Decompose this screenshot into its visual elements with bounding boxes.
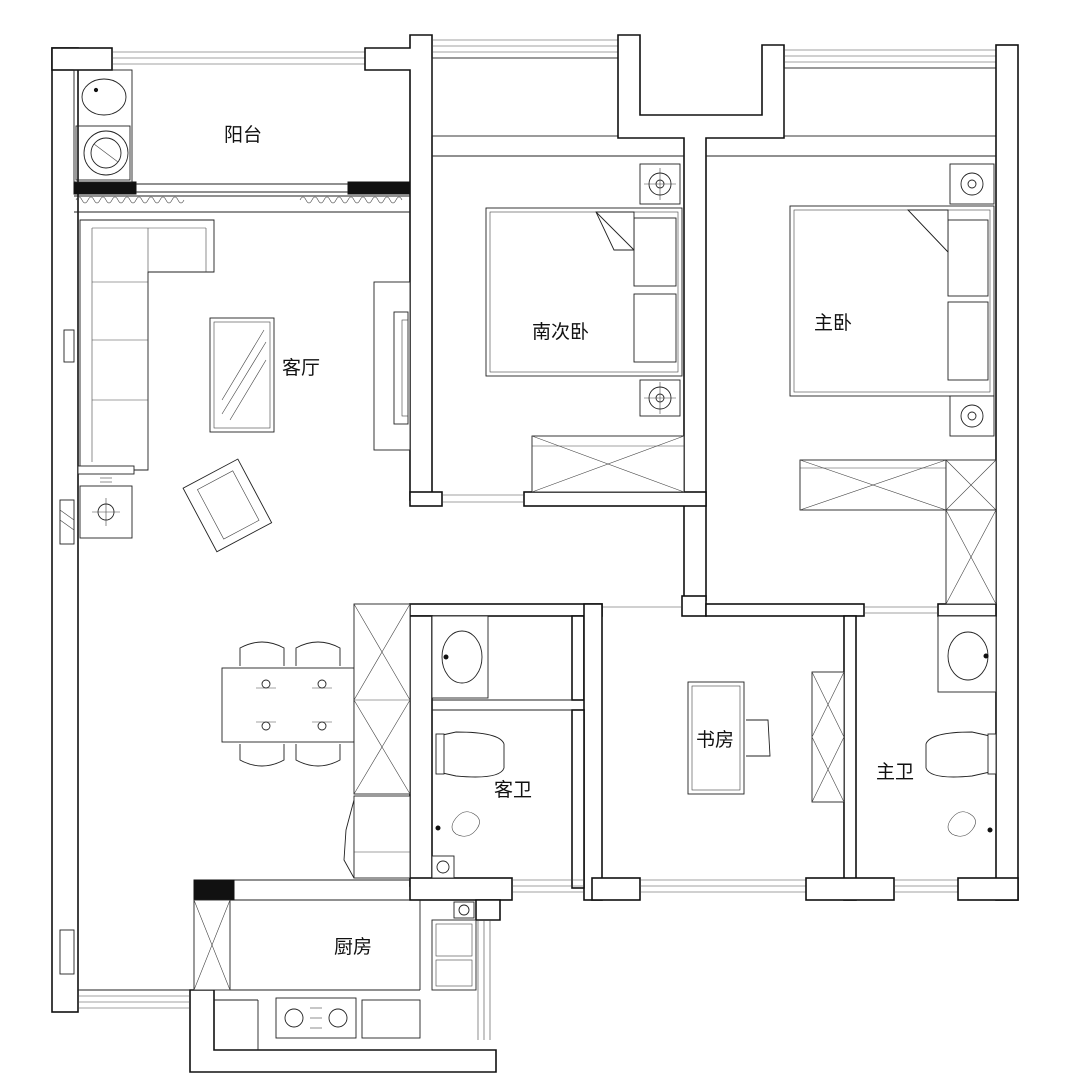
walls xyxy=(51,34,1019,1073)
label-balcony: 阳台 xyxy=(224,124,262,146)
label-study: 书房 xyxy=(696,729,734,751)
master-bath-fixtures xyxy=(925,615,997,837)
south-bedroom-furniture xyxy=(485,163,685,493)
balcony-fixtures xyxy=(73,69,133,183)
living-room-furniture xyxy=(77,219,411,879)
master-bedroom-furniture xyxy=(789,163,997,605)
study-furniture xyxy=(687,671,845,803)
label-master-bedroom: 主卧 xyxy=(814,312,852,334)
label-living-room: 客厅 xyxy=(282,357,320,379)
label-guest-bath: 客卫 xyxy=(494,779,532,801)
guest-bath-fixtures xyxy=(431,615,505,879)
label-master-bath: 主卫 xyxy=(876,761,914,783)
room-labels: 阳台 客厅 南次卧 主卧 客卫 书房 主卫 厨房 xyxy=(224,124,914,958)
kitchen-fixtures xyxy=(193,899,477,1050)
label-kitchen: 厨房 xyxy=(334,936,372,958)
label-south-bedroom: 南次卧 xyxy=(532,321,589,343)
